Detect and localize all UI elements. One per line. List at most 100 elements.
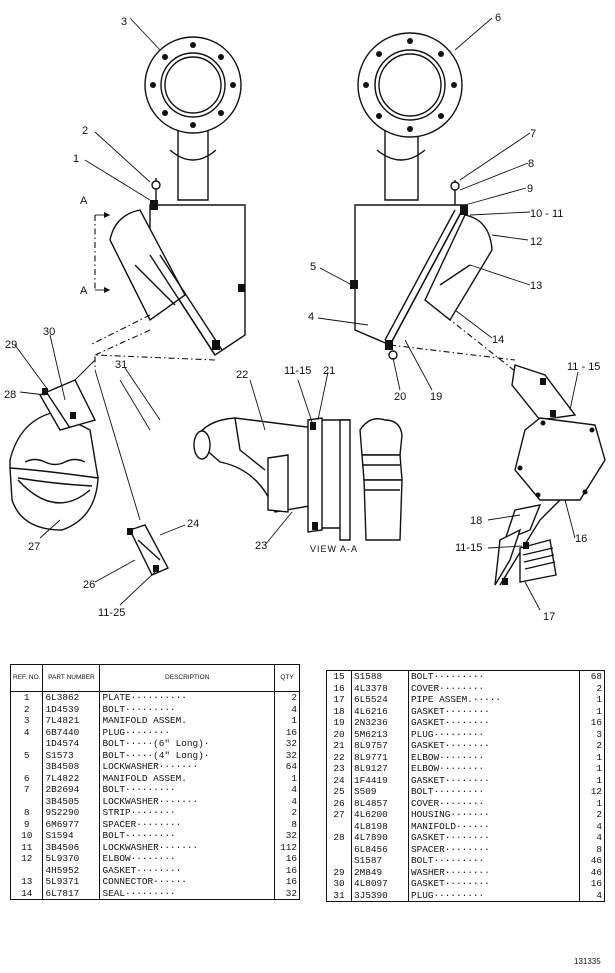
- part-number-cell: 4H5952: [42, 864, 101, 876]
- description-cell: ELBOW········: [408, 763, 580, 775]
- right-manifold-assembly: [350, 32, 493, 360]
- ref-cell: 7: [9, 784, 44, 796]
- description-cell: BOLT·········: [408, 855, 580, 867]
- description-cell: GASKET········: [408, 740, 580, 752]
- ref-cell: 9: [9, 818, 44, 830]
- callout-4: 4: [308, 311, 314, 323]
- part-number-cell: 2N3236: [351, 717, 409, 729]
- part-number-cell: S509: [351, 786, 409, 798]
- qty-cell: 3: [579, 728, 605, 740]
- description-cell: BOLT·········: [99, 784, 275, 796]
- col-desc-header: DESCRIPTION: [99, 664, 275, 692]
- qty-cell: 1: [579, 774, 605, 786]
- callout-23: 23: [255, 540, 267, 552]
- description-cell: COVER········: [408, 682, 580, 694]
- part-number-cell: 6L3862: [42, 691, 101, 704]
- part-number-cell: 9S2290: [42, 807, 101, 819]
- ref-cell: 8: [9, 807, 44, 819]
- left-housing: [9, 359, 99, 531]
- description-cell: BOLT·········: [99, 830, 275, 842]
- ref-cell: 1: [9, 691, 44, 704]
- description-cell: PLUG········: [99, 726, 275, 738]
- qty-cell: 2: [274, 807, 300, 819]
- qty-cell: 8: [579, 843, 605, 855]
- callout-11-15c: 11-15: [455, 542, 482, 554]
- description-cell: MANIFOLD ASSEM.: [99, 772, 275, 784]
- part-number-cell: 2B2694: [42, 784, 101, 796]
- part-number-cell: 8L9771: [351, 751, 409, 763]
- qty-cell: 2: [274, 691, 300, 704]
- description-cell: COVER········: [408, 797, 580, 809]
- ref-cell: 23: [326, 763, 352, 775]
- part-number-cell: 3B4506: [42, 841, 101, 853]
- qty-cell: 4: [579, 889, 605, 902]
- description-cell: STRIP········: [99, 807, 275, 819]
- part-number-cell: 5L9370: [42, 853, 101, 865]
- qty-cell: 8: [274, 818, 300, 830]
- qty-cell: 2: [579, 740, 605, 752]
- exploded-diagram: 3 6 2 1 7 8 9 10 - 11 12 13 14 11 - 15 1…: [4, 12, 606, 623]
- description-cell: LOCKWASHER·······: [99, 761, 275, 773]
- section-marker-a-bottom: A: [80, 285, 88, 297]
- qty-cell: 4: [579, 820, 605, 832]
- ref-cell: 21: [326, 740, 352, 752]
- callout-1: 1: [73, 153, 79, 165]
- ref-cell: 25: [326, 786, 352, 798]
- ref-cell: 11: [9, 841, 44, 853]
- qty-cell: 12: [579, 786, 605, 798]
- part-number-cell: 6B7440: [42, 726, 101, 738]
- description-cell: PLUG·········: [408, 728, 580, 740]
- ref-cell: 3: [9, 715, 44, 727]
- part-number-cell: 2M849: [351, 866, 409, 878]
- part-number-cell: 4L6216: [351, 705, 409, 717]
- ref-cell: 28: [326, 832, 352, 844]
- callout-9: 9: [527, 183, 533, 195]
- leader-lines: [14, 17, 579, 611]
- callout-16: 16: [575, 533, 587, 545]
- callout-20: 20: [394, 391, 406, 403]
- part-number-cell: 4L3378: [351, 682, 409, 694]
- description-cell: ELBOW········: [408, 751, 580, 763]
- ref-cell: [9, 795, 44, 807]
- ref-cell: 2: [9, 703, 44, 715]
- part-number-cell: 4L7890: [351, 832, 409, 844]
- part-number-cell: 3B4508: [42, 761, 101, 773]
- section-marker-a-top: A: [80, 195, 88, 207]
- right-housing: [494, 364, 606, 586]
- qty-cell: 1: [579, 694, 605, 706]
- callout-3: 3: [121, 16, 127, 28]
- part-number-cell: 5L9371: [42, 876, 101, 888]
- qty-cell: 16: [579, 878, 605, 890]
- callout-14: 14: [492, 334, 504, 346]
- callout-5: 5: [310, 261, 316, 273]
- ref-cell: 6: [9, 772, 44, 784]
- ref-cell: 13: [9, 876, 44, 888]
- qty-cell: 2: [579, 682, 605, 694]
- ref-cell: [9, 864, 44, 876]
- qty-cell: 4: [274, 703, 300, 715]
- qty-cell: 4: [274, 795, 300, 807]
- ref-cell: 26: [326, 797, 352, 809]
- description-cell: LOCKWASHER·······: [99, 841, 275, 853]
- description-cell: GASKET········: [408, 717, 580, 729]
